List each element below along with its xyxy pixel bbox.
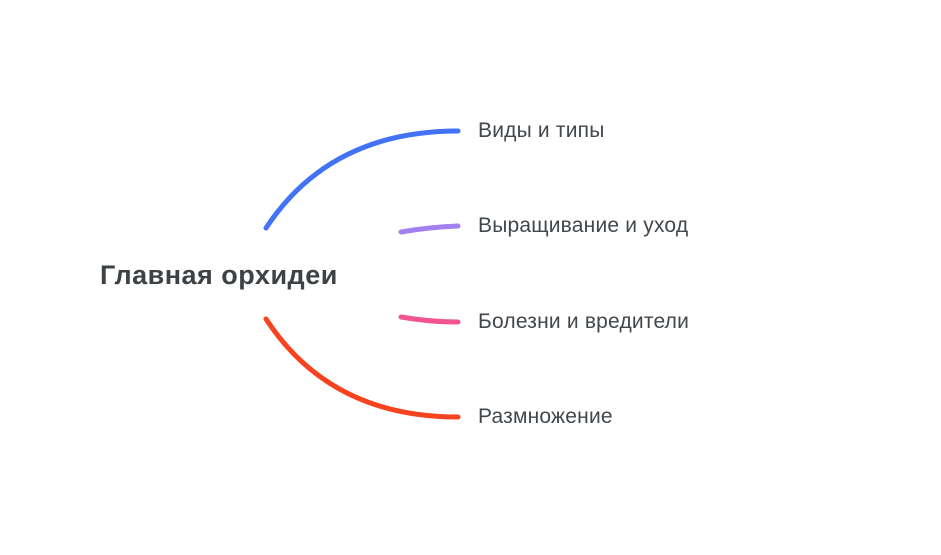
connector-line-3	[398, 314, 461, 325]
branch-node-1[interactable]: Виды и типы	[478, 119, 605, 142]
root-node[interactable]: Главная орхидеи	[100, 260, 338, 290]
connector-line-2	[398, 223, 461, 235]
connector-line-1	[263, 128, 461, 231]
connector-line-4	[263, 316, 461, 420]
branch-node-3[interactable]: Болезни и вредители	[478, 310, 690, 333]
branch-node-4[interactable]: Размножение	[478, 405, 613, 428]
branch-node-2[interactable]: Выращивание и уход	[478, 214, 689, 237]
